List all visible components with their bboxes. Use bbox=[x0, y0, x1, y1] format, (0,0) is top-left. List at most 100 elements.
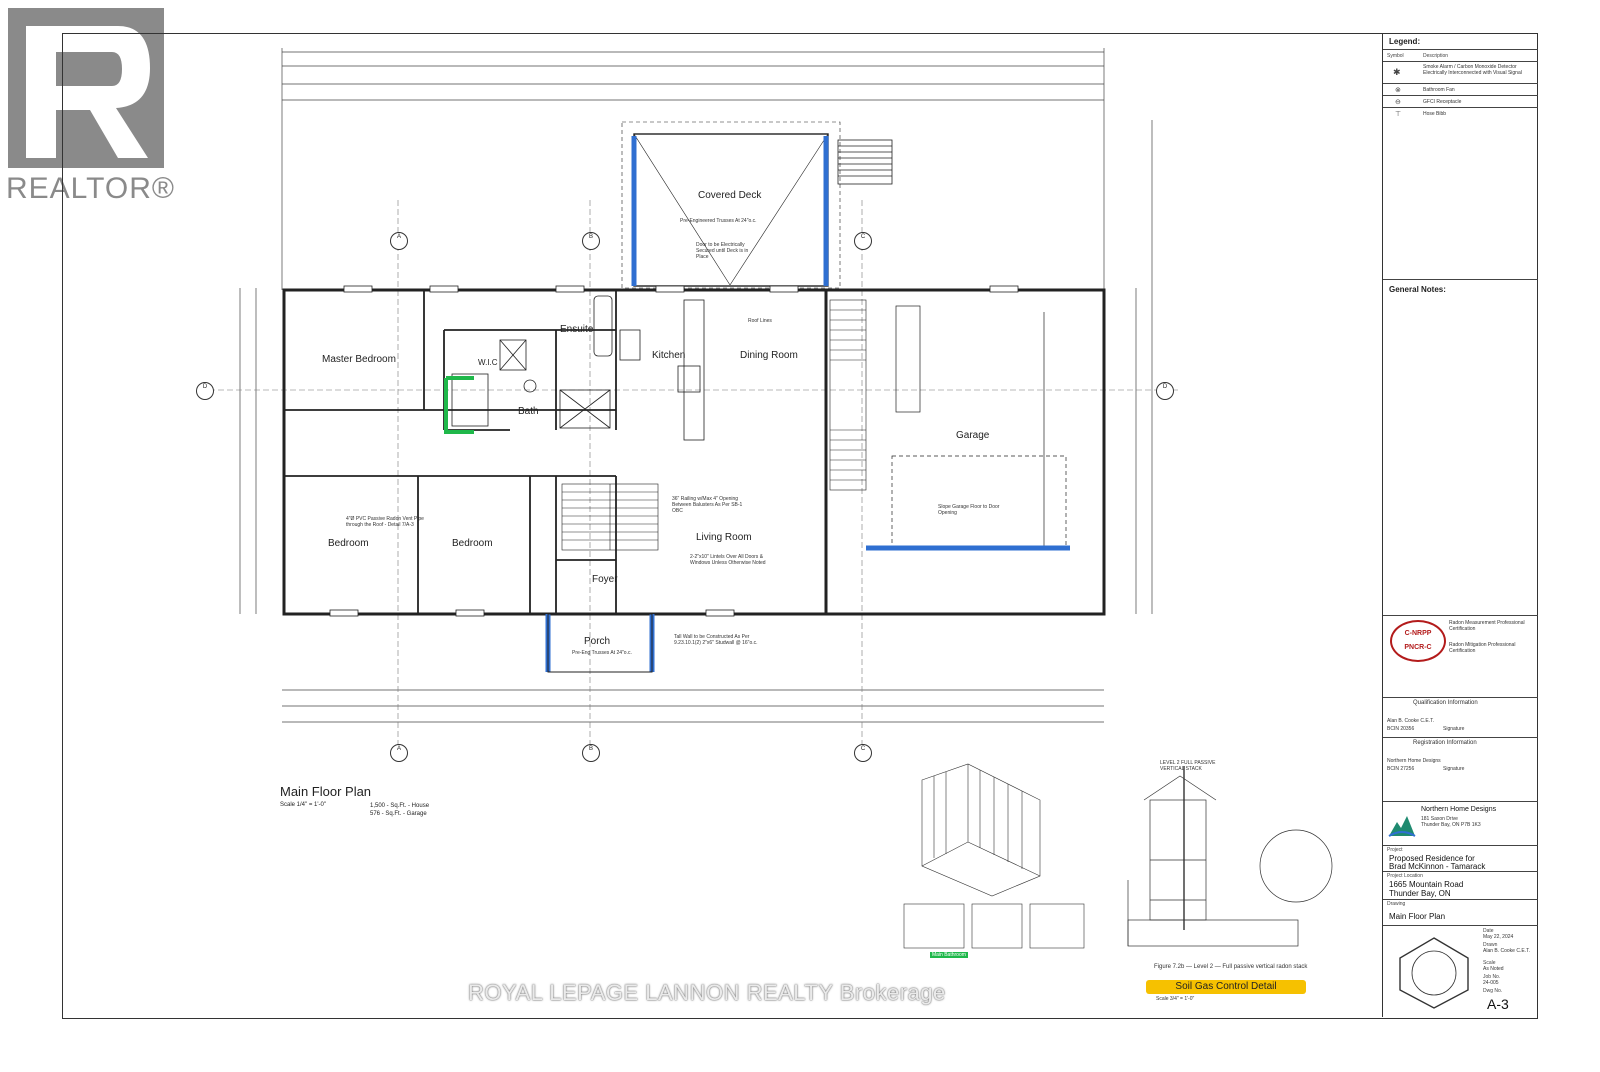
location-line-1: 1665 Mountain Road bbox=[1389, 880, 1464, 889]
location-row: Project Location 1665 Mountain Road Thun… bbox=[1383, 871, 1538, 899]
interior-stairs bbox=[561, 299, 867, 551]
meta-row: Date May 22, 2024 Drawn Alan B. Cooke C.… bbox=[1383, 925, 1538, 1017]
radon-figure-caption: Figure 7.2b — Level 2 — Full passive ver… bbox=[1154, 964, 1308, 970]
registration-signature: Signature bbox=[1443, 766, 1465, 772]
qualification-title: Qualification Information bbox=[1413, 700, 1478, 706]
window-markers bbox=[329, 285, 1019, 617]
smoke-alarm-icon: ✱ bbox=[1393, 67, 1401, 77]
qualification-bcin: BCIN 20356 bbox=[1387, 726, 1415, 732]
room-porch: Porch bbox=[584, 636, 611, 647]
drawn-value: Alan B. Cooke C.E.T. bbox=[1483, 948, 1530, 954]
legend-row-fan: ⊗ Bathroom Fan bbox=[1383, 83, 1538, 95]
note-lintels: 2-2"x10" Lintels Over All Doors & Window… bbox=[690, 554, 766, 566]
brokerage-watermark: ROYAL LEPAGE LANNON REALTY Brokerage bbox=[468, 980, 946, 1005]
room-dining: Dining Room bbox=[740, 350, 798, 361]
drawn-label: Drawn bbox=[1483, 942, 1498, 948]
legend-item-smoke: Smoke Alarm / Carbon Monoxide Detector E… bbox=[1423, 64, 1522, 76]
dwg-number: A-3 bbox=[1487, 996, 1509, 1012]
main-bathroom-label: Main Bathroom bbox=[930, 952, 968, 958]
company-address: 181 Saxon Drive bbox=[1421, 816, 1458, 822]
room-ensuite: Ensuite bbox=[560, 324, 594, 335]
radon-level2-label: LEVEL 2 FULL PASSIVE VERTICAL STACK bbox=[1160, 760, 1216, 772]
note-railing: 36" Railing w/Max 4" Opening Between Bal… bbox=[672, 496, 743, 514]
cnrpp-top: C-NRPP bbox=[1404, 630, 1432, 637]
registration-bcin: BCIN 27256 bbox=[1387, 766, 1415, 772]
drawing-name: Main Floor Plan bbox=[1389, 912, 1446, 921]
room-kitchen: Kitchen bbox=[652, 350, 686, 361]
divider-general bbox=[1383, 279, 1538, 281]
room-garage: Garage bbox=[956, 430, 990, 441]
room-bedroom-2: Bedroom bbox=[452, 538, 493, 549]
realtor-wordmark: REALTOR® bbox=[6, 172, 176, 205]
legend-title: Legend: bbox=[1389, 37, 1421, 46]
scale-label: Scale bbox=[1483, 960, 1496, 966]
covered-deck-outline bbox=[621, 121, 841, 289]
cnrpp-bottom: PNCR-C bbox=[1404, 644, 1432, 651]
room-master-bedroom: Master Bedroom bbox=[322, 354, 396, 365]
section-d-right-bubble: D bbox=[1156, 382, 1174, 400]
drawing-row: Drawing Main Floor Plan bbox=[1383, 899, 1538, 925]
area-house: 1,500 - Sq.Ft. - House bbox=[370, 803, 430, 809]
realtor-logo bbox=[8, 8, 164, 168]
registration-row: Registration Information Northern Home D… bbox=[1383, 737, 1538, 773]
job-label: Job No. bbox=[1483, 974, 1501, 980]
cert-line-1: Radon Measurement Professional Certifica… bbox=[1449, 620, 1525, 632]
registration-firm: Northern Home Designs bbox=[1387, 758, 1441, 764]
radon-stack-detail bbox=[1127, 766, 1333, 947]
note-porch-trusses: Pre-Eng Trusses At 24"o.c. bbox=[572, 650, 632, 656]
general-notes-title: General Notes: bbox=[1389, 285, 1446, 294]
legend-col-symbol: Symbol bbox=[1387, 53, 1404, 59]
qualification-row: Qualification Information Alan B. Cooke … bbox=[1383, 697, 1538, 737]
section-b-bottom-bubble: B bbox=[582, 744, 600, 762]
gfci-icon: ⊖ bbox=[1395, 99, 1401, 106]
project-label: Project bbox=[1387, 847, 1403, 853]
company-logo-icon bbox=[1388, 816, 1416, 837]
qualification-name: Alan B. Cooke C.E.T. bbox=[1387, 718, 1434, 724]
highlighted-tub-green bbox=[444, 376, 474, 434]
section-a-bottom-bubble: A bbox=[390, 744, 408, 762]
section-b-top-bubble: B bbox=[582, 232, 600, 250]
room-covered-deck: Covered Deck bbox=[698, 190, 762, 201]
project-line-2: Brad McKinnon - Tamarack bbox=[1389, 862, 1486, 871]
note-slope-garage: Slope Garage Floor to Door Opening bbox=[938, 504, 1000, 516]
note-radon-pipe: 4"Ø PVC Passive Radon Vent Pipe through … bbox=[346, 516, 424, 528]
plan-area: 1,500 - Sq.Ft. - House 576 - Sq.Ft. - Ga… bbox=[370, 802, 429, 818]
cert-line-2: Radon Mitigation Professional Certificat… bbox=[1449, 642, 1516, 654]
section-c-bottom-bubble: C bbox=[854, 744, 872, 762]
project-row: Project Proposed Residence for Brad McKi… bbox=[1383, 845, 1538, 871]
bathroom-fixtures bbox=[451, 295, 705, 441]
plan-title: Main Floor Plan bbox=[280, 784, 372, 799]
legend-row-hose: ⊤ Hose Bibb bbox=[1383, 107, 1538, 119]
room-wic: W.I.C bbox=[478, 358, 498, 367]
note-roof-lines: Roof Lines bbox=[748, 318, 772, 324]
note-deck-door: Door to be Electrically Secured until De… bbox=[696, 242, 749, 260]
room-bath: Bath bbox=[518, 406, 539, 417]
project-line-1: Proposed Residence for bbox=[1389, 854, 1475, 863]
certification-row: Radon Measurement Professional Certifica… bbox=[1383, 615, 1538, 675]
bottom-dimension-lines bbox=[282, 689, 1104, 723]
job-value: 24-005 bbox=[1483, 980, 1499, 986]
registration-title: Registration Information bbox=[1413, 740, 1477, 746]
top-dimension-lines bbox=[281, 48, 1105, 290]
soil-gas-scale: Scale 3/4" = 1'-0" bbox=[1156, 996, 1195, 1002]
interior-walls bbox=[284, 290, 827, 614]
scale-value: As Noted bbox=[1483, 966, 1504, 972]
company-name: Northern Home Designs bbox=[1421, 806, 1497, 813]
date-label: Date bbox=[1483, 928, 1494, 934]
company-city: Thunder Bay, ON P7B 1K3 bbox=[1421, 822, 1481, 828]
dwg-label: Dwg No. bbox=[1483, 988, 1503, 994]
realtor-r-icon bbox=[8, 8, 164, 168]
location-line-2: Thunder Bay, ON bbox=[1389, 889, 1451, 898]
room-foyer: Foyer bbox=[592, 574, 618, 585]
company-row: Northern Home Designs 181 Saxon Drive Th… bbox=[1383, 801, 1538, 845]
location-label: Project Location bbox=[1387, 873, 1423, 879]
engineer-seal-icon bbox=[1399, 937, 1469, 1009]
qualification-signature: Signature bbox=[1443, 726, 1465, 732]
cnrpp-badge: C-NRPP PNCR-C bbox=[1390, 620, 1446, 662]
bathroom-framing-sketch bbox=[903, 763, 1085, 949]
legend-row-smoke: ✱ Smoke Alarm / Carbon Monoxide Detector… bbox=[1383, 61, 1538, 83]
section-c-top-bubble: C bbox=[854, 232, 872, 250]
drawing-sheet bbox=[62, 33, 1538, 1019]
legend-col-desc: Description bbox=[1423, 53, 1449, 59]
floor-plan-drawing bbox=[200, 48, 1333, 949]
